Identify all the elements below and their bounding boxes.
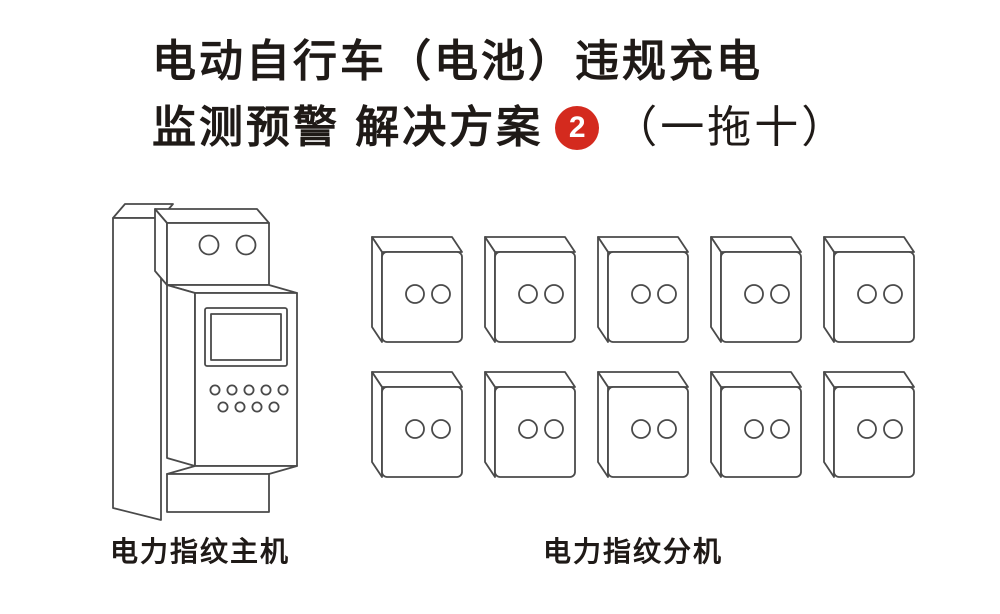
slave-device-illustration [366,228,470,348]
host-buttons [209,384,289,413]
host-bottom-block [166,465,298,513]
host-terminal-hole [198,234,220,256]
title-line-1: 电动自行车（电池）违规充电 [152,37,763,86]
slave-device-illustration [479,228,583,348]
slave-device-illustration [705,228,809,348]
slave-device-illustration [592,228,696,348]
host-terminal-block [154,208,270,286]
slave-device-illustration [366,363,470,483]
title-line-2: 监测预警 解决方案 2 （一拖十） [152,106,848,150]
slave-device-illustration [705,363,809,483]
host-display-screen [204,307,288,367]
host-body [166,284,298,467]
slave-device-illustration [818,363,922,483]
host-mounting-plate [112,203,174,521]
slave-device-illustration [479,363,583,483]
poster-title: 电动自行车（电池）违规充电 监测预警 解决方案 2 （一拖十） [152,40,848,150]
host-terminal-hole [235,234,257,256]
slave-device-illustration [818,228,922,348]
solution-number-badge: 2 [555,106,600,150]
slave-device-label: 电力指纹分机 [543,536,724,567]
host-device-illustration [112,203,298,521]
title-line2-text: 监测预警 解决方案 [152,103,544,152]
slave-devices-grid [366,228,922,483]
host-device-label: 电力指纹主机 [110,536,291,567]
slave-device-illustration [592,363,696,483]
title-line2-suffix: （一拖十） [613,103,849,152]
